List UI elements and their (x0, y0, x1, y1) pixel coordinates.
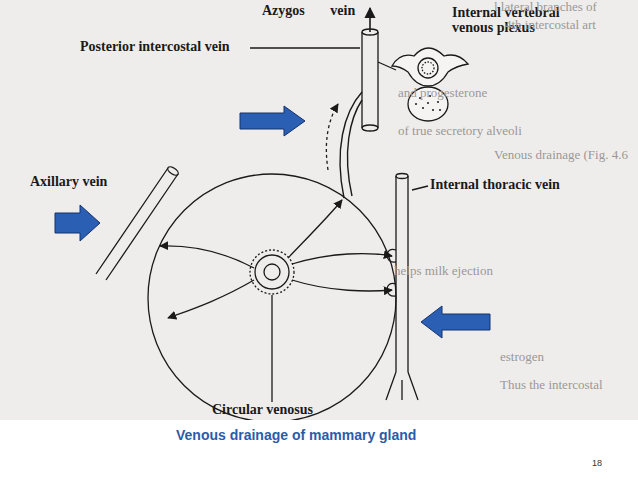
pointer-arrow (55, 205, 100, 241)
vein-name: Internal thoracic vein (430, 178, 580, 193)
background-text: helps milk ejection (394, 264, 554, 278)
flow-arrow (326, 104, 338, 170)
areola-venous-circle (250, 250, 294, 294)
slide-number: 18 (592, 458, 622, 468)
caption: Venous drainage of mammary gland (176, 427, 476, 443)
background-text: Thus the intercostal (500, 378, 638, 392)
posterior-intercostal-vein (340, 92, 362, 198)
vein-loop (387, 283, 396, 296)
vein-name: Axillary vein (30, 175, 140, 190)
vein-loop (387, 249, 396, 262)
internal-thoracic-vein (386, 372, 418, 400)
nipple (264, 264, 280, 280)
background-text: estrogen (500, 350, 620, 364)
background-text: of true secretory alveoli (398, 124, 568, 138)
background-text: Venous drainage (Fig. 4.6 (494, 148, 638, 162)
background-text: l lateral branches of (494, 0, 638, 14)
areola (255, 255, 289, 289)
flow-arrow (160, 246, 254, 268)
flow-arrow (292, 254, 392, 264)
flow-arrow (288, 200, 342, 258)
leader-line (271, 295, 272, 402)
vertebra (392, 48, 468, 86)
flow-arrow (292, 280, 392, 291)
vertebral-foramen (418, 58, 438, 78)
azygos-vein (362, 32, 378, 128)
axillary-vein (166, 165, 179, 177)
venous-plexus (422, 62, 434, 74)
pointer-arrow (421, 306, 490, 338)
internal-thoracic-vein (396, 174, 408, 179)
vein-name: Azygos vein (262, 4, 402, 19)
leader-line (412, 186, 428, 190)
axillary-vein (96, 168, 178, 280)
posterior-intercostal-vein (347, 100, 362, 196)
flow-arrow (369, 8, 371, 32)
breast-outline (148, 174, 396, 420)
background-text: and progesterone (398, 86, 548, 100)
pointer-arrow (240, 106, 305, 136)
part-name: Circular venosus (212, 403, 342, 418)
vein-name: Posterior intercostal vein (80, 40, 255, 55)
background-text: 4th intercostal art (505, 18, 638, 32)
flow-arrow (168, 280, 254, 318)
azygos-vein (362, 125, 378, 131)
leader-line (250, 47, 360, 48)
scan-background (0, 0, 638, 420)
